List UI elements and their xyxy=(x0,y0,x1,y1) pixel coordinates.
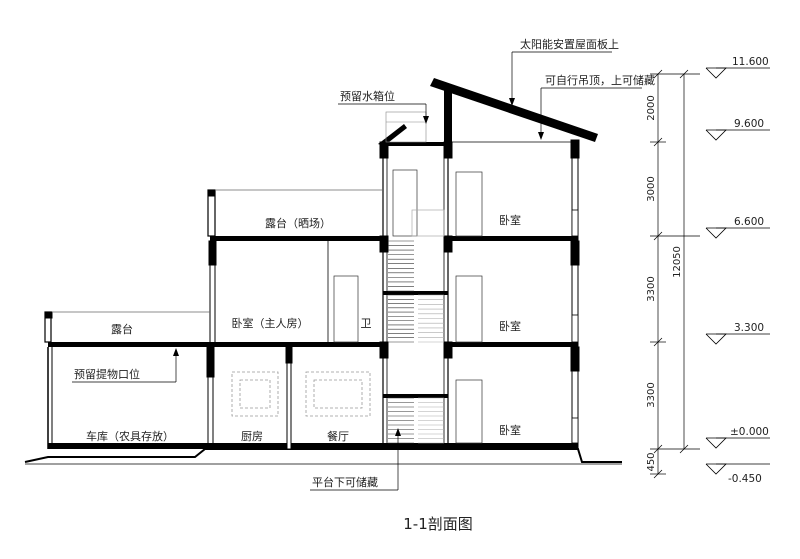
note-under-platform: 平台下可储藏 xyxy=(312,475,378,489)
dimension-texts: 2000 3000 3300 3300 450 12050 xyxy=(646,95,683,471)
note-solar: 太阳能安置屋面板上 xyxy=(520,37,619,51)
level-0000: ±0.000 xyxy=(730,426,769,438)
dim-base: 450 xyxy=(646,452,657,471)
walls xyxy=(44,110,580,450)
dim-total: 12050 xyxy=(672,246,683,278)
room-kitchen: 厨房 xyxy=(241,430,263,443)
room-labels: 露台（晒场） 卧室 卧室 卧室（主人房） 卫 露台 卧室 车库（农具存放） 厨房… xyxy=(86,213,521,443)
room-bedroom-2: 卧室 xyxy=(499,319,521,333)
annotation-texts: 太阳能安置屋面板上 可自行吊顶，上可储藏 预留水箱位 预留提物口位 平台下可储藏 xyxy=(74,37,655,489)
roof xyxy=(378,78,598,146)
note-tank: 预留水箱位 xyxy=(340,89,395,103)
drawing-title: 1-1剖面图 xyxy=(403,515,473,533)
level-3300: 3.300 xyxy=(734,322,764,334)
room-garage: 车库（农具存放） xyxy=(86,429,174,443)
ground xyxy=(24,448,622,465)
room-dining: 餐厅 xyxy=(327,429,349,443)
level-minus-450: -0.450 xyxy=(728,473,762,485)
doors xyxy=(333,169,483,444)
floor-slabs xyxy=(48,142,578,449)
annotation-arrows xyxy=(173,98,544,436)
level-11600: 11.600 xyxy=(732,56,769,68)
note-ceiling: 可自行吊顶，上可储藏 xyxy=(545,73,655,87)
dim-roof: 2000 xyxy=(646,95,657,120)
dim-f3: 3000 xyxy=(646,176,657,201)
dim-f2: 3300 xyxy=(646,276,657,301)
level-texts: 11.600 9.600 6.600 3.300 ±0.000 -0.450 xyxy=(728,56,769,485)
dimension-lines xyxy=(650,69,700,479)
room-bedroom-1: 卧室 xyxy=(499,423,521,437)
room-master-bedroom: 卧室（主人房） xyxy=(232,316,309,330)
stairs xyxy=(388,240,444,444)
room-bedroom-3: 卧室 xyxy=(499,213,521,227)
note-hoist: 预留提物口位 xyxy=(74,367,140,381)
level-9600: 9.600 xyxy=(734,118,764,130)
furniture xyxy=(231,371,371,417)
level-6600: 6.600 xyxy=(734,216,764,228)
room-terrace: 露台 xyxy=(111,322,133,336)
room-bathroom: 卫 xyxy=(361,317,372,330)
room-terrace-drying: 露台（晒场） xyxy=(265,216,331,230)
annotations xyxy=(72,51,642,491)
level-marks xyxy=(705,67,770,475)
dim-f1: 3300 xyxy=(646,382,657,407)
terrace-rails xyxy=(52,189,383,313)
